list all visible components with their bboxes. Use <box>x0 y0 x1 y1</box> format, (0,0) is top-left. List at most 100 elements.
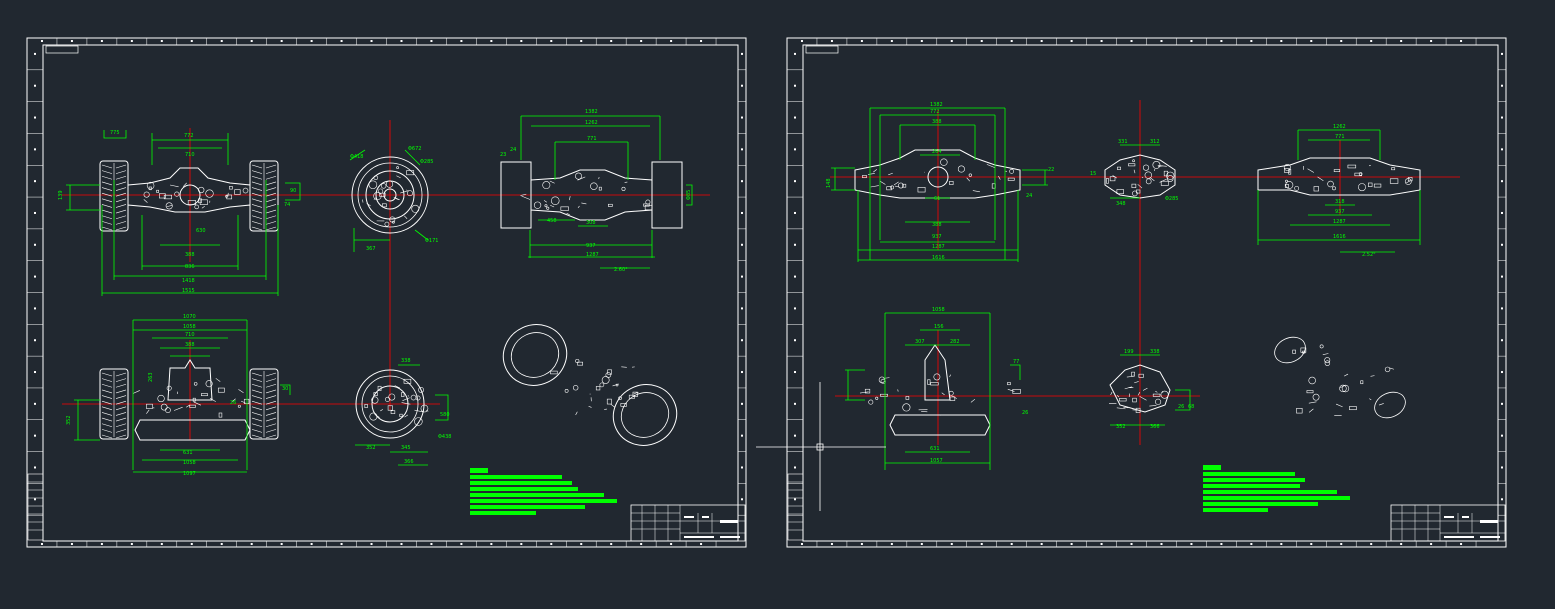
svg-text:26: 26 <box>230 400 236 406</box>
svg-text:312: 312 <box>1150 139 1160 145</box>
svg-text:1057: 1057 <box>930 458 943 464</box>
tire-right <box>249 160 279 232</box>
dimension-labels: 1382 772 388 264 61 388 937 1287 1616 22… <box>826 102 1376 464</box>
svg-text:74: 74 <box>284 202 290 208</box>
svg-text:1262: 1262 <box>585 120 598 126</box>
svg-text:352: 352 <box>1116 424 1126 430</box>
drawing-sheet-front-axle[interactable]: 775 772 710 1418 1515 630 388 836 139 90… <box>26 37 747 548</box>
svg-text:199: 199 <box>1124 349 1134 355</box>
svg-text:156: 156 <box>934 324 944 330</box>
svg-text:263: 263 <box>148 372 154 382</box>
svg-text:Φ285: Φ285 <box>420 159 433 165</box>
svg-text:26: 26 <box>1178 404 1184 410</box>
centerlines <box>62 120 710 440</box>
drawing-sheet-rear-axle[interactable]: 1382 772 388 264 61 388 937 1287 1616 22… <box>786 37 1507 548</box>
svg-text:631: 631 <box>183 450 193 456</box>
view-rear-bottom[interactable] <box>859 344 1021 436</box>
svg-text:388: 388 <box>185 342 195 348</box>
svg-text:30: 30 <box>282 386 288 392</box>
svg-text:26: 26 <box>1022 410 1028 416</box>
svg-text:1287: 1287 <box>586 252 599 258</box>
svg-text:264: 264 <box>932 149 942 155</box>
crosshair-cursor-icon <box>756 382 886 511</box>
sheet-zone-ticks <box>787 38 1506 547</box>
svg-text:937: 937 <box>586 243 596 249</box>
revision-strip <box>27 473 44 541</box>
svg-text:1382: 1382 <box>930 102 943 108</box>
view-front-top[interactable] <box>99 160 279 232</box>
svg-text:1616: 1616 <box>1333 234 1346 240</box>
svg-text:Φ418: Φ418 <box>350 154 363 160</box>
centerlines <box>830 100 1460 445</box>
technical-notes <box>470 468 617 515</box>
svg-text:348: 348 <box>1116 201 1126 207</box>
svg-text:15: 15 <box>1090 171 1096 177</box>
view-front-isometric[interactable] <box>493 314 686 455</box>
svg-text:580: 580 <box>440 412 450 418</box>
svg-text:710: 710 <box>185 152 195 158</box>
brake-disc <box>365 170 415 220</box>
svg-text:Φ438: Φ438 <box>438 434 451 440</box>
svg-text:61: 61 <box>934 196 940 202</box>
view-front-side[interactable] <box>351 156 429 234</box>
view-front-bottom[interactable] <box>99 359 279 441</box>
title-block[interactable] <box>630 504 746 542</box>
svg-text:1262: 1262 <box>1333 124 1346 130</box>
svg-text:631: 631 <box>930 446 940 452</box>
svg-text:338: 338 <box>401 358 411 364</box>
svg-text:772: 772 <box>930 109 940 115</box>
view-rear-isometric[interactable] <box>1270 332 1409 422</box>
view-rear-side[interactable] <box>1104 154 1176 199</box>
sheet-zone-ticks <box>27 38 746 547</box>
svg-text:352: 352 <box>366 445 376 451</box>
svg-text:1097: 1097 <box>183 471 196 477</box>
svg-text:345: 345 <box>401 445 411 451</box>
svg-text:148: 148 <box>826 178 832 188</box>
axle-beam <box>127 167 251 213</box>
svg-text:1418: 1418 <box>182 278 195 284</box>
view-front-section[interactable] <box>355 369 429 439</box>
svg-text:771: 771 <box>1335 134 1345 140</box>
view-rear-top[interactable] <box>854 149 1021 199</box>
svg-text:1070: 1070 <box>183 314 196 320</box>
svg-text:775: 775 <box>110 130 120 136</box>
revision-strip-rows <box>788 481 803 531</box>
svg-text:Φ85: Φ85 <box>686 190 692 200</box>
svg-text:2.52°: 2.52° <box>1362 252 1376 258</box>
svg-text:366: 366 <box>1150 424 1160 430</box>
svg-text:1287: 1287 <box>1333 219 1346 225</box>
sheet-outer-border <box>26 37 747 548</box>
svg-text:282: 282 <box>950 339 960 345</box>
view-rear-rear[interactable] <box>1257 157 1421 196</box>
svg-text:308: 308 <box>586 220 596 226</box>
tire-outline <box>351 156 429 234</box>
svg-text:937: 937 <box>932 234 942 240</box>
title-block[interactable] <box>1390 504 1506 542</box>
sheet-inner-border <box>42 44 739 542</box>
svg-text:388: 388 <box>932 119 942 125</box>
svg-text:2.60°: 2.60° <box>614 267 628 273</box>
dimensions <box>831 107 1421 470</box>
svg-text:Φ285: Φ285 <box>1165 196 1178 202</box>
svg-text:458: 458 <box>547 218 557 224</box>
hub-center <box>383 188 397 202</box>
svg-text:22: 22 <box>1048 167 1054 173</box>
tire-left <box>99 368 129 440</box>
svg-text:1382: 1382 <box>585 109 598 115</box>
view-front-rear[interactable] <box>500 161 683 229</box>
svg-text:352: 352 <box>66 415 72 425</box>
svg-text:710: 710 <box>185 332 195 338</box>
technical-notes <box>1203 465 1350 512</box>
svg-text:90: 90 <box>290 188 296 194</box>
svg-text:1287: 1287 <box>932 244 945 250</box>
svg-text:937: 937 <box>1335 209 1345 215</box>
svg-text:24: 24 <box>1026 193 1032 199</box>
svg-text:318: 318 <box>1335 199 1345 205</box>
view-rear-section[interactable] <box>1109 364 1171 413</box>
svg-text:1058: 1058 <box>183 324 196 330</box>
svg-text:68: 68 <box>1188 404 1194 410</box>
svg-text:1515: 1515 <box>182 288 195 294</box>
svg-text:77: 77 <box>1013 359 1019 365</box>
